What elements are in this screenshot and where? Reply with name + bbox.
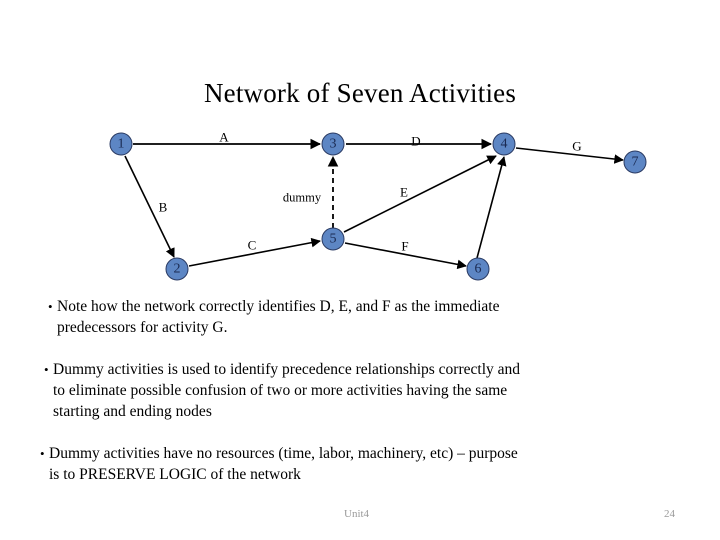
network-node-1[interactable]: 1	[109, 132, 133, 156]
bullet-text-2-line-2: to eliminate possible confusion of two o…	[53, 382, 508, 399]
network-node-7[interactable]: 7	[623, 150, 647, 174]
network-node-4[interactable]: 4	[492, 132, 516, 156]
network-node-1-label: 1	[117, 136, 125, 152]
edge-label-e: E	[400, 184, 408, 200]
bullet-text-3-line-2: is to PRESERVE LOGIC of the network	[49, 466, 301, 483]
edge-label-c: C	[247, 237, 257, 253]
edge-label-dummy: dummy	[282, 190, 322, 205]
edge-label-f: F	[401, 238, 409, 254]
edge-g-line	[515, 147, 624, 164]
network-node-2-label: 2	[173, 261, 181, 277]
bullet-item-3: Dummy activities have no resources (time…	[0, 443, 720, 485]
network-node-2[interactable]: 2	[165, 257, 189, 281]
page-title: Network of Seven Activities	[203, 78, 517, 108]
bullet-text-3-line-1: Dummy activities have no resources (time…	[49, 445, 518, 462]
network-node-5[interactable]: 5	[321, 227, 345, 251]
bullet-text-1-line-1: Note how the network correctly identifie…	[57, 298, 500, 315]
edge-label-b: B	[158, 199, 168, 215]
footer-unit-label: Unit4	[344, 508, 370, 520]
network-diagram-svg	[124, 138, 624, 270]
edge-e-line	[343, 155, 497, 233]
edge-six-to-four-line	[476, 156, 507, 259]
bullet-item-1: Note how the network correctly identifie…	[0, 296, 720, 338]
network-node-7-label: 7	[631, 154, 639, 170]
edge-b-line	[124, 155, 175, 258]
edge-label-a: A	[219, 129, 229, 145]
network-node-6[interactable]: 6	[466, 257, 490, 281]
footer-page-number: 24	[664, 508, 675, 520]
network-node-3-label: 3	[329, 136, 337, 152]
bullet-text-2-line-3: starting and ending nodes	[53, 403, 212, 420]
bullet-text-1-line-2: predecessors for activity G.	[57, 319, 228, 336]
bullet-item-2: Dummy activities is used to identify pre…	[0, 359, 720, 422]
network-node-5-label: 5	[329, 231, 337, 247]
network-node-4-label: 4	[500, 136, 508, 152]
edge-f-line	[344, 242, 467, 270]
edge-c-line	[188, 237, 321, 267]
bullet-list: Note how the network correctly identifie…	[0, 296, 720, 506]
network-node-3[interactable]: 3	[321, 132, 345, 156]
edge-label-d: D	[411, 133, 421, 149]
network-node-6-label: 6	[474, 261, 482, 277]
network-diagram: 1 2 3 4 5 6 7 A B C D E F G dummy	[0, 110, 720, 295]
edge-label-g: G	[572, 138, 582, 154]
bullet-text-2-line-1: Dummy activities is used to identify pre…	[53, 361, 521, 378]
